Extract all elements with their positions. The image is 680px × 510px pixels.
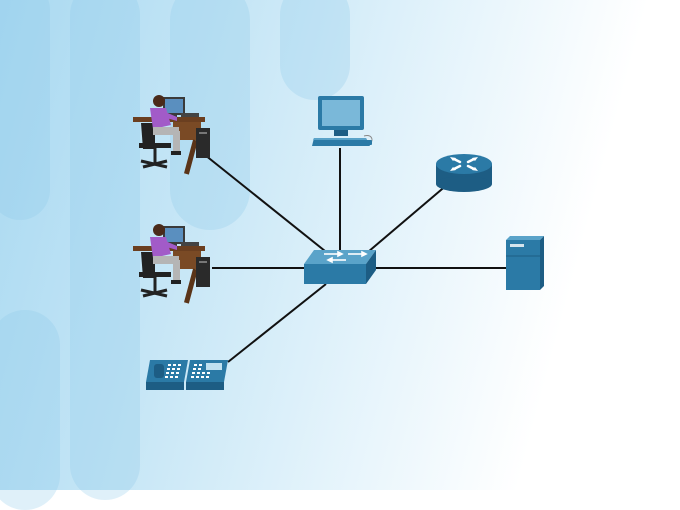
workstation-2-icon xyxy=(133,224,210,304)
desktop-computer-icon xyxy=(312,96,373,146)
background-stripe xyxy=(0,310,60,510)
background-stripe xyxy=(280,0,350,100)
background-stripe xyxy=(0,0,50,220)
link-switch-workstation-1 xyxy=(204,154,331,256)
switch-icon xyxy=(304,250,376,284)
background-stripe xyxy=(70,0,140,500)
link-switch-router xyxy=(367,183,449,253)
workstation-1-icon xyxy=(133,95,210,175)
server-icon xyxy=(506,236,544,290)
links xyxy=(204,148,508,363)
link-switch-ip-phone xyxy=(227,283,327,363)
ip-phone-icon xyxy=(146,360,228,390)
diagram-canvas xyxy=(133,95,544,390)
router-icon xyxy=(436,154,492,192)
